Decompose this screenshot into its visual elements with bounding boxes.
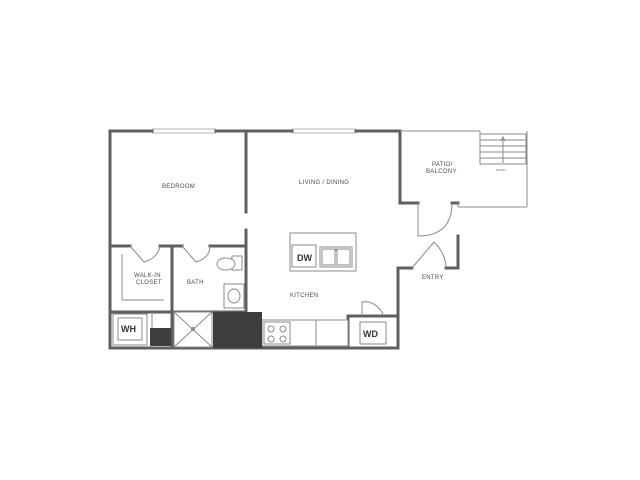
- room-label-kitchen: KITCHEN: [290, 293, 318, 299]
- bath-storage: [213, 312, 246, 348]
- windows: [152, 128, 356, 134]
- room-label-living-dining: LIVING / DINING: [299, 180, 349, 186]
- room-label-bath: BATH: [187, 280, 204, 286]
- water-heater-label: WH: [121, 324, 136, 334]
- kitchen-island: [289, 232, 357, 272]
- room-label-entry: ENTRY: [422, 275, 444, 281]
- dishwasher-label: DW: [297, 253, 312, 263]
- exterior-walls: [108, 129, 460, 350]
- room-label-closet: CLOSET: [136, 280, 162, 286]
- closet-rod: [121, 254, 164, 301]
- water-heater-icon: [117, 317, 143, 341]
- room-label-patio: PATIO/: [432, 162, 453, 168]
- sink-icon: [223, 283, 245, 309]
- kitchen-pantry: [246, 312, 262, 348]
- stairs: DOWN: [479, 133, 527, 172]
- shower-icon: [173, 311, 213, 348]
- toilet-icon: [216, 255, 243, 271]
- stove-icon: [263, 321, 291, 345]
- door-swings: [129, 202, 453, 317]
- interior-walls: [108, 129, 400, 350]
- washer-dryer-icon: [359, 321, 387, 345]
- patio-balcony-area: [400, 130, 528, 208]
- room-label-balcony: BALCONY: [426, 169, 457, 175]
- washer-dryer-label: WD: [363, 329, 378, 339]
- room-label-walk-in: WALK-IN: [134, 273, 161, 279]
- stairs-label: DOWN: [496, 168, 506, 172]
- room-label-bedroom: BEDROOM: [162, 184, 195, 190]
